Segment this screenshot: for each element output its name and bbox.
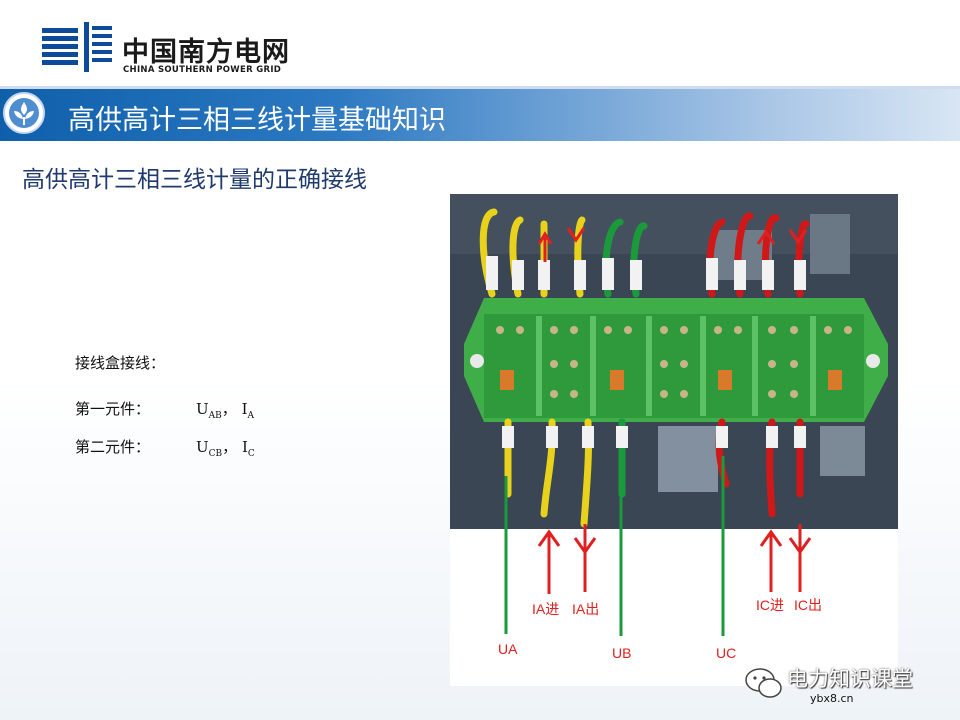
label-ia-out: IA出: [572, 601, 599, 617]
label-ia-in: IA进: [532, 601, 559, 617]
logo-chinese-name: 中国南方电网: [122, 37, 290, 68]
title-bar: [0, 89, 960, 141]
wechat-icon: [745, 668, 782, 698]
flower-emblem-icon: [3, 92, 45, 134]
element1-label: 第一元件：: [75, 400, 151, 418]
label-ua: UA: [498, 641, 518, 657]
label-ic-in: IC进: [756, 597, 784, 613]
watermark-url: ybx8.cn: [810, 692, 854, 705]
watermark-badge: [745, 668, 782, 698]
page-title: 高供高计三相三线计量基础知识: [68, 105, 446, 136]
element2-value: UCB， IC: [196, 438, 255, 459]
csg-logo-icon: [42, 22, 112, 72]
terminal-box-photo: IA进 IA出 IC进 IC出 UA UB UC: [450, 194, 898, 686]
label-uc: UC: [716, 645, 736, 661]
element1-value: UAB， IA: [196, 400, 255, 421]
title-bar-accent: [0, 86, 960, 89]
watermark-text: 电力知识课堂: [787, 667, 913, 691]
wiring-heading: 接线盒接线：: [75, 354, 166, 372]
logo-english-name: CHINA SOUTHERN POWER GRID: [123, 65, 282, 75]
label-ub: UB: [612, 645, 631, 661]
section-subtitle: 高供高计三相三线计量的正确接线: [22, 167, 367, 193]
element2-label: 第二元件：: [75, 438, 151, 456]
label-ic-out: IC出: [794, 597, 822, 613]
company-logo: 中国南方电网 CHINA SOUTHERN POWER GRID: [40, 22, 340, 75]
